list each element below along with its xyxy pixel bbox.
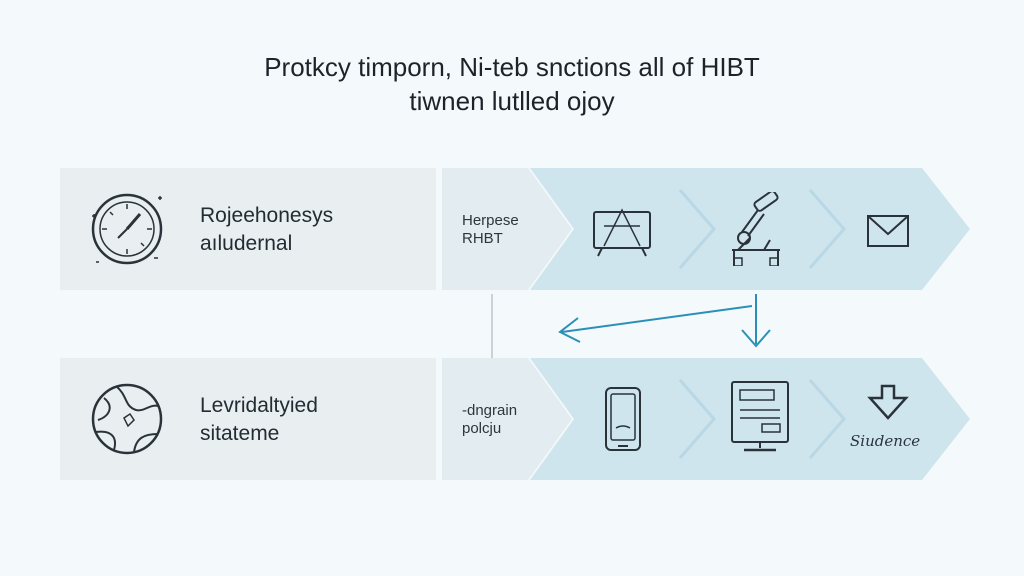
- row2-blue-chevrons: [530, 358, 970, 480]
- left-arrow-head: [558, 317, 581, 343]
- row2-left-panel: Levridaltyied sitateme: [60, 358, 436, 480]
- clock-icon: [91, 193, 163, 265]
- title-line-2: tiwnen lutlled ojoy: [409, 86, 615, 116]
- down-arrow-head: [741, 329, 771, 348]
- row1-mid-chevron: [442, 168, 572, 290]
- signature-text: Siudence: [850, 432, 921, 450]
- robot-arm-icon: [732, 192, 780, 266]
- row1-left-label-1: Rojeehonesys: [200, 204, 334, 227]
- row2-left-label-1: Levridaltyied: [200, 394, 318, 417]
- row1-left-panel: Rojeehonesys aıludernal: [60, 168, 436, 290]
- envelope-icon: [867, 215, 909, 247]
- shield-icon: [867, 384, 909, 420]
- globe-icon: [91, 383, 163, 455]
- row1-blue-chevrons: [530, 168, 970, 290]
- row2-left-label-2: sitateme: [200, 422, 280, 445]
- process-row-2: Levridaltyied sitateme -dngrain polcju S…: [60, 358, 970, 480]
- computer-icon: [731, 381, 789, 452]
- title-line-1: Protkcy timporn, Ni-teb snctions all of …: [264, 52, 760, 82]
- monitor-icon: [593, 208, 651, 257]
- row2-mid-chevron: [442, 358, 572, 480]
- row1-left-label-2: aıludernal: [200, 232, 293, 255]
- left-arrow-line: [561, 305, 753, 333]
- process-row-1: Rojeehonesys aıludernal Herpese RHBT: [60, 168, 970, 290]
- diagram-title: Protkcy timporn, Ni-teb snctions all of …: [0, 50, 1024, 118]
- phone-icon: [605, 387, 641, 451]
